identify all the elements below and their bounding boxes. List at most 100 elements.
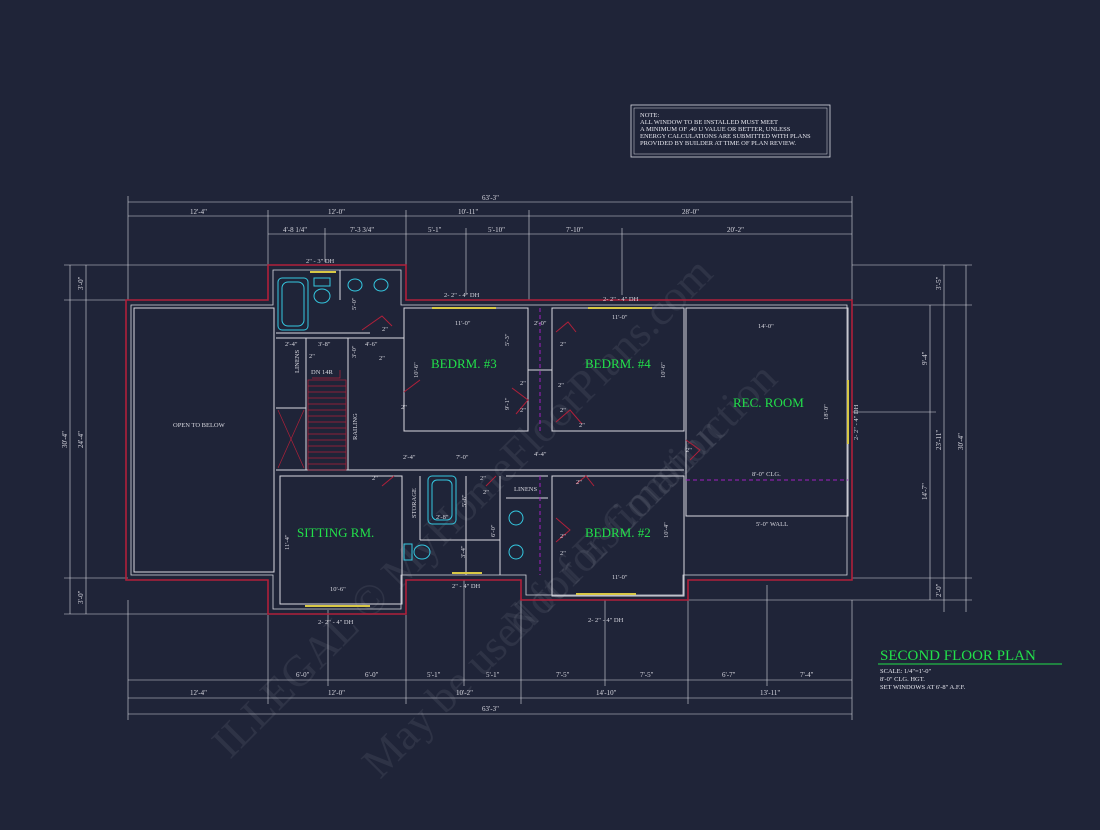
plan-scale: SCALE: 1/4"=1'-0"	[880, 668, 931, 675]
door-tag: 2"	[480, 475, 486, 482]
label-railing: RAILING	[352, 413, 359, 440]
dim-bottom-row2-0: 6'-0"	[296, 671, 310, 679]
dim-bottom-row2-2: 5'-1"	[427, 671, 441, 679]
dim-bottom-row2-5: 7'-5"	[640, 671, 654, 679]
dim-top-row2-5: 20'-2"	[727, 226, 744, 234]
dim-closet-a: 2'-0"	[534, 320, 547, 327]
dim-hall-c: 4'-6"	[365, 341, 378, 348]
note-line-3: ENERGY CALCULATIONS ARE SUBMITTED WITH P…	[640, 133, 811, 140]
dim-closet-b: 5'-3"	[504, 333, 511, 346]
room-bedrm3: BEDRM. #3	[431, 356, 497, 371]
note-line-4: PROVIDED BY BUILDER AT TIME OF PLAN REVI…	[640, 140, 796, 147]
dim-bedrm4-w: 11'-0"	[612, 314, 628, 321]
win-bedrm4: 2- 2" - 4" DH	[603, 296, 639, 303]
dim-right-inner: 23'-11"	[935, 430, 943, 450]
door-tag: 2"	[560, 533, 566, 540]
label-stair: DN 14R	[311, 369, 334, 376]
dim-bottom-row2-4: 7'-5"	[556, 671, 570, 679]
door-tag: 2"	[483, 489, 489, 496]
dim-vert-e: 3'-4"	[460, 545, 467, 558]
dim-bottom-row2-6: 6'-7"	[722, 671, 736, 679]
dim-left-inner: 24'-4"	[77, 431, 85, 448]
door-tag: 2"	[372, 475, 378, 482]
bottom-dimensions	[127, 580, 853, 720]
note-line-0: NOTE:	[640, 112, 659, 119]
dim-rec-w: 14'-0"	[758, 323, 774, 330]
label-linens-right: LINENS	[514, 486, 537, 493]
dim-hall-b: 3'-8"	[318, 341, 331, 348]
interior-walls	[133, 270, 849, 605]
door-tag: 2"	[576, 479, 582, 486]
door-tag: 2"	[558, 382, 564, 389]
dim-bottom-row1-2: 10'-2"	[456, 689, 473, 697]
door-tag: 2"	[401, 404, 407, 411]
door-tag: 2"	[686, 447, 692, 454]
left-dimensions	[64, 264, 270, 615]
label-wall: 5'-0" WALL	[756, 521, 788, 528]
door-tag: 2"	[309, 353, 315, 360]
dim-bath-a: 2'-4"	[403, 454, 416, 461]
door-tag: 2"	[520, 407, 526, 414]
windows	[305, 271, 849, 607]
dim-bottom-row2-3: 5'-1"	[486, 671, 500, 679]
dim-rec-h: 18'-0"	[823, 404, 830, 420]
right-dimensions	[688, 264, 972, 612]
room-bedrm4: BEDRM. #4	[585, 356, 651, 371]
title-block: SECOND FLOOR PLAN SCALE: 1/4"=1'-0" 8'-0…	[878, 648, 1062, 691]
win-bath-bottom: 2" - 4" DH	[452, 583, 481, 590]
dim-left-top: 3'-0"	[77, 276, 85, 290]
room-bedrm2: BEDRM. #2	[585, 525, 651, 540]
dim-bottom-row1-1: 12'-0"	[328, 689, 345, 697]
dim-bottom-overall: 63'-3"	[482, 705, 499, 713]
dim-sitting-h: 11'-4"	[284, 534, 291, 550]
dim-bottom-row1-0: 12'-4"	[190, 689, 207, 697]
dim-top-row2-0: 4'-8 1/4"	[283, 226, 307, 234]
dim-vert-a: 5'-0"	[351, 297, 358, 310]
win-top-bath: 2" - 3" DH	[306, 258, 335, 265]
dim-right-bottom: 2'-0"	[935, 583, 943, 597]
dim-bath-c: 4'-4"	[534, 451, 547, 458]
dim-bottom-row1-4: 13'-11"	[760, 689, 780, 697]
door-tag: 2"	[560, 341, 566, 348]
dim-vert-b: 3'-0"	[351, 345, 358, 358]
note-line-2: A MINIMUM OF .40 U VALUE OR BETTER, UNLE…	[640, 126, 791, 133]
room-rec: REC. ROOM	[733, 395, 804, 410]
top-dimensions	[127, 196, 853, 300]
note-box: NOTE: ALL WINDOW TO BE INSTALLED MUST ME…	[630, 104, 831, 158]
room-open-below: OPEN TO BELOW	[173, 422, 226, 429]
plan-ceiling: 8'-0" CLG. HGT.	[880, 676, 925, 683]
plan-title: SECOND FLOOR PLAN	[880, 648, 1036, 664]
door-tag: 2"	[579, 422, 585, 429]
dim-top-row2-1: 7'-3 3/4"	[350, 226, 374, 234]
dim-left-outer: 30'-4"	[61, 431, 69, 448]
dim-top-row1-3: 28'-0"	[682, 208, 699, 216]
dim-bottom-row2-7: 7'-4"	[800, 671, 814, 679]
doors	[361, 315, 701, 543]
dim-right-top: 3'-5"	[935, 276, 943, 290]
dim-hall-a: 2'-4"	[285, 341, 298, 348]
dim-vert-c: 5'-6"	[461, 494, 468, 507]
dim-top-row2-3: 5'-10"	[488, 226, 505, 234]
dim-bottom-row2-1: 6'-0"	[365, 671, 379, 679]
door-tag: 2"	[520, 380, 526, 387]
dim-right-a: 9'-4"	[921, 351, 929, 365]
dim-bath-d: 2'-8"	[436, 514, 449, 521]
win-bedrm2: 2- 2" - 4" DH	[588, 617, 624, 624]
dim-top-row2-2: 5'-1"	[428, 226, 442, 234]
beam-lines	[539, 308, 848, 575]
door-tag: 2"	[379, 355, 385, 362]
win-rec: 2- 2" - 4" DH	[853, 404, 860, 440]
dim-bedrm4-h: 10'-6"	[660, 362, 667, 378]
win-bedrm3: 2- 2" - 4" DH	[444, 292, 480, 299]
dim-top-row1-2: 10'-11"	[458, 208, 478, 216]
stair	[277, 370, 347, 471]
dim-bedrm3-h: 10'-6"	[413, 362, 420, 378]
dim-left-bottom: 3'-0"	[77, 590, 85, 604]
dim-top-row1-1: 12'-0"	[328, 208, 345, 216]
dim-top-row1-0: 12'-4"	[190, 208, 207, 216]
label-clg: 8'-0" CLG.	[752, 471, 781, 478]
label-storage: STORAGE	[411, 488, 418, 518]
dim-right-outer: 30'-4"	[957, 433, 965, 450]
fixtures	[277, 277, 524, 561]
door-tags: 2" 2" 2" 2" 2" 2" 2" 2" 2" 2" 2" 2" 2" 2…	[309, 326, 692, 557]
